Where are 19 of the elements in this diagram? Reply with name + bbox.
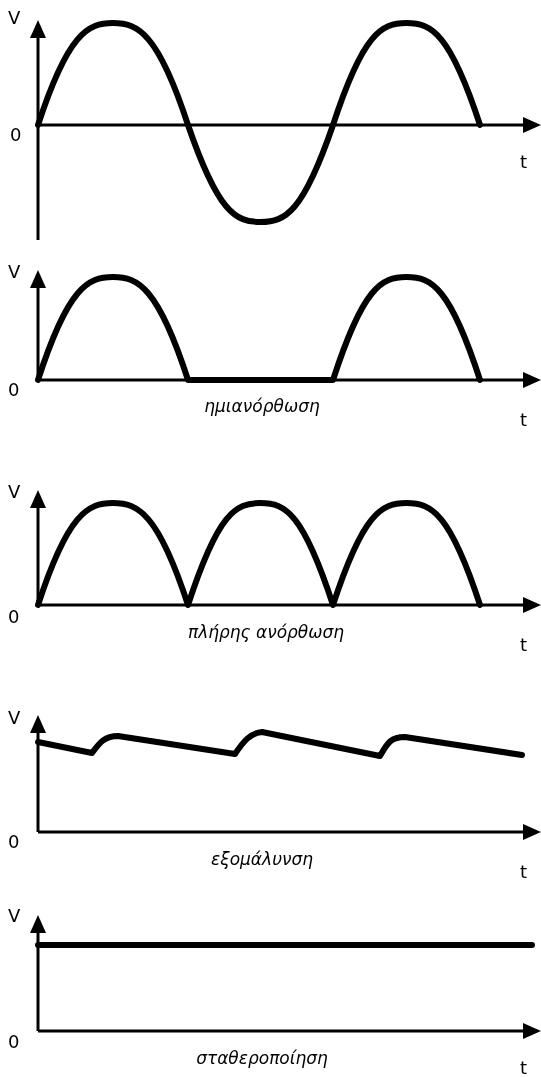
axis-label: t — [520, 862, 528, 882]
axis-label: 0 — [8, 1032, 20, 1052]
axis-label: V — [8, 906, 21, 926]
axis-label: 0 — [8, 832, 20, 852]
caption: πλήρης ανόρθωση — [187, 622, 345, 642]
axis-label: 0 — [8, 607, 20, 627]
axis-label: 0 — [10, 125, 22, 145]
axis-label: t — [520, 410, 528, 430]
caption: εξομάλυνση — [211, 849, 313, 869]
axis-label: t — [520, 1058, 528, 1077]
axis-label: 0 — [8, 380, 20, 400]
axis-label: V — [8, 482, 21, 502]
axis-label: t — [520, 635, 528, 655]
axis-label: V — [8, 8, 21, 28]
caption: σταθεροποίηση — [196, 1048, 328, 1068]
axis-label: t — [520, 152, 528, 172]
axis-label: V — [8, 708, 21, 728]
caption: ημιανόρθωση — [204, 396, 320, 416]
axis-label: V — [8, 262, 21, 282]
